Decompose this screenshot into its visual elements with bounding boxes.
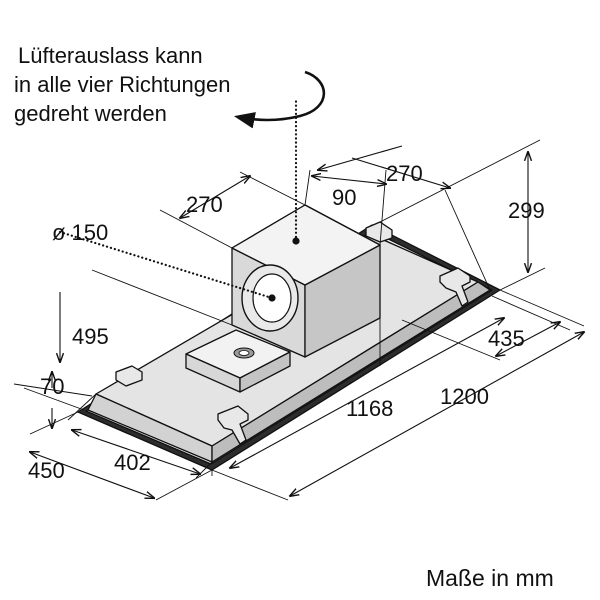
dim-inner-length: 1168 — [346, 396, 393, 421]
dim-blower-offset: 495 — [72, 324, 109, 349]
dim-inner-width: 402 — [114, 450, 151, 475]
dimension-lines — [13, 139, 584, 501]
dim-edge-offset: 70 — [40, 374, 64, 399]
dim-outer-width: 450 — [28, 458, 65, 483]
dim-height: 299 — [508, 198, 545, 223]
dim-top-width: 270 — [386, 161, 423, 186]
caption-line-3: gedreht werden — [14, 101, 167, 126]
dim-side-depth: 435 — [488, 326, 525, 351]
dim-top-offset: 90 — [332, 185, 356, 210]
duct-leader — [58, 230, 274, 300]
dim-blower-depth: 270 — [186, 192, 223, 217]
units-note: Maße in mm — [426, 565, 554, 591]
caption-line-1: Lüfterauslass kann — [18, 43, 203, 68]
dim-duct-diameter: ø 150 — [52, 220, 108, 245]
caption-line-2: in alle vier Richtungen — [14, 72, 230, 97]
mounting-bracket-back-right — [439, 267, 471, 307]
mounting-bracket-front-left — [115, 365, 143, 387]
dim-outer-length: 1200 — [440, 384, 489, 409]
rotation-arrow-icon — [233, 70, 326, 129]
